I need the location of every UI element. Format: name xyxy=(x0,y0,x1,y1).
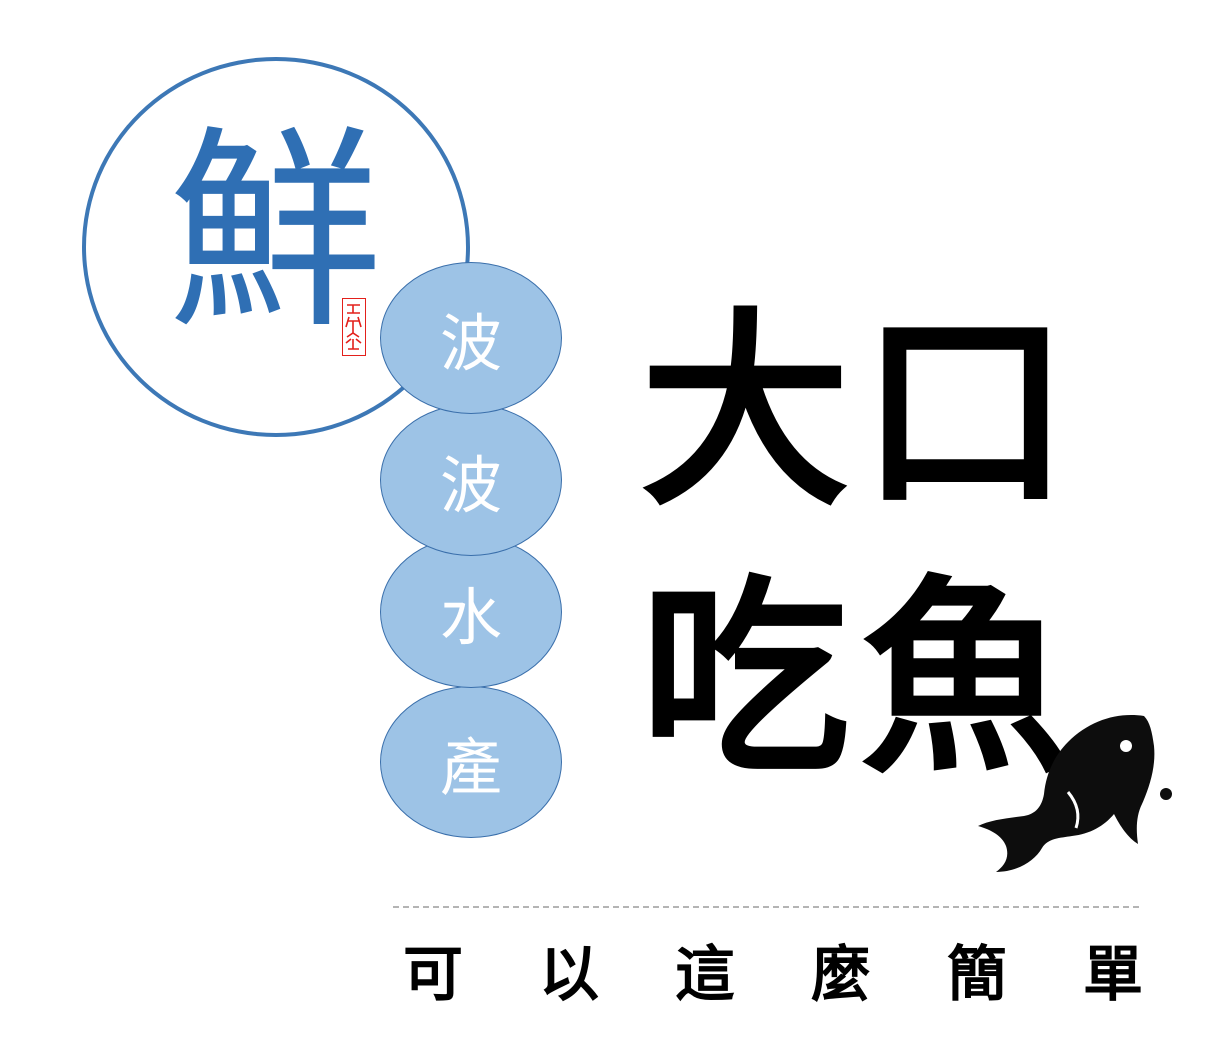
title-line-2: 吃魚 xyxy=(640,557,1081,802)
tagline-char: 麼 xyxy=(811,940,871,1010)
tagline-char: 簡 xyxy=(947,940,1007,1010)
divider xyxy=(393,906,1139,908)
tagline: 可 以 這 麼 簡 單 xyxy=(403,935,1143,1015)
tagline-char: 以 xyxy=(539,940,599,1010)
bubble-2: 波 xyxy=(380,404,562,556)
title-line-1: 大口 xyxy=(640,290,1081,535)
tagline-char: 可 xyxy=(403,940,463,1010)
bubble-4: 產 xyxy=(380,686,562,838)
logo-ring xyxy=(82,57,470,437)
bubble-1: 波 xyxy=(380,262,562,414)
tagline-char: 這 xyxy=(675,940,735,1010)
tagline-char: 單 xyxy=(1083,940,1143,1010)
fish-icon xyxy=(978,715,1172,872)
seal-stamp-icon xyxy=(342,298,366,356)
bubble-3: 水 xyxy=(380,536,562,688)
